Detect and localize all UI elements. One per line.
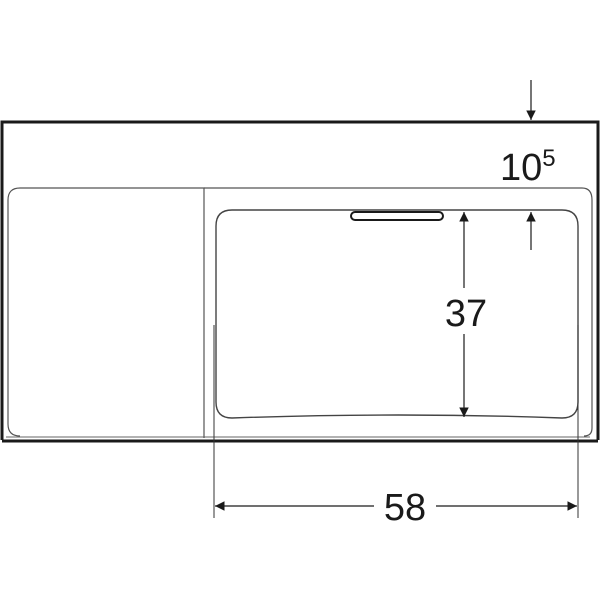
bowl-rim-outline xyxy=(204,187,593,437)
rim-dimension-superscript: 5 xyxy=(542,145,555,172)
width-dimension-label: 58 xyxy=(384,487,426,529)
rim-dimension-base: 10 xyxy=(500,147,542,189)
overflow-slot xyxy=(350,211,444,221)
inner-bowl-outline xyxy=(215,209,579,419)
rim-dimension-label: 105 xyxy=(500,145,556,189)
basin-outer-outline xyxy=(0,120,600,440)
depth-dimension-label: 37 xyxy=(445,293,487,335)
shelf-area-outline xyxy=(7,187,205,438)
